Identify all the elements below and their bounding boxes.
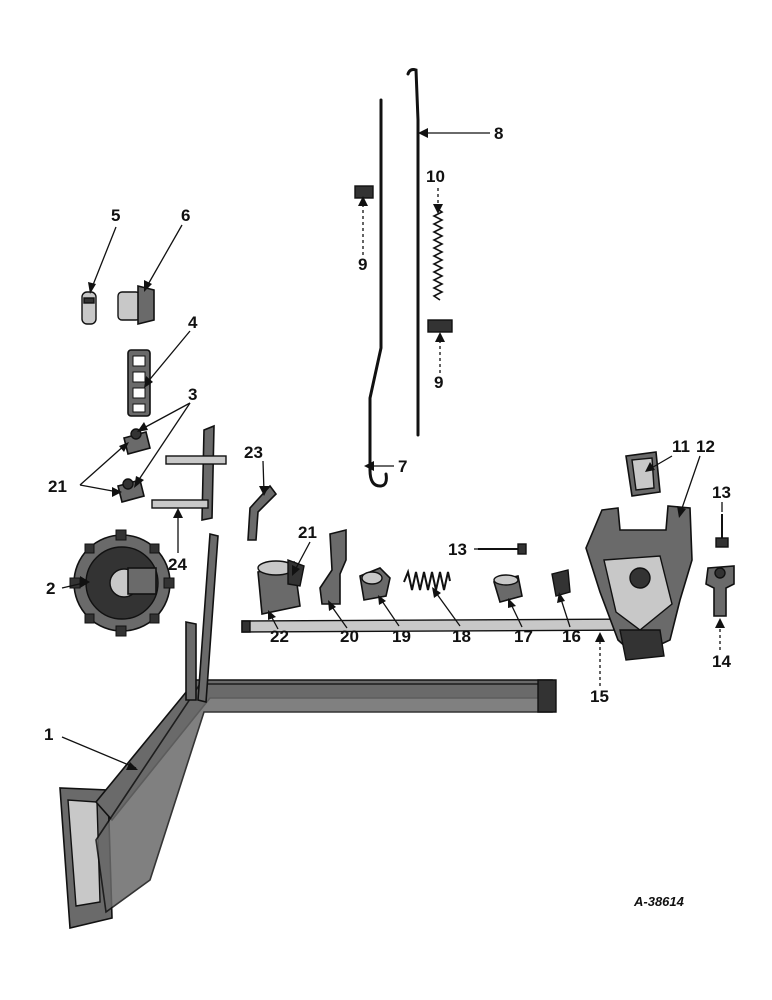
callout-9-upper: 9 <box>358 255 367 274</box>
callout-9-lower: 9 <box>434 373 443 392</box>
part-22-cup <box>257 558 305 615</box>
part-14-fitting <box>705 565 735 617</box>
part-3-upper-pawl <box>123 428 151 455</box>
callout-21-left: 21 <box>48 477 67 496</box>
callout-16: 16 <box>562 627 581 646</box>
leader-lines <box>61 128 725 770</box>
part-17-sleeve <box>492 574 523 603</box>
part-5-pin <box>81 291 97 325</box>
part-13-bolt-center <box>478 543 527 555</box>
part-12-housing <box>585 505 693 661</box>
callout-2: 2 <box>46 579 55 598</box>
callout-3: 3 <box>188 385 197 404</box>
callout-20: 20 <box>340 627 359 646</box>
callout-17: 17 <box>514 627 533 646</box>
callout-11: 11 <box>672 437 690 456</box>
part-21-lower-pawl <box>117 478 145 503</box>
part-11-block <box>625 451 661 497</box>
part-9-upper-clip <box>354 185 374 199</box>
drawing-reference-number: A-38614 <box>633 894 685 909</box>
part-18-spring <box>403 568 451 591</box>
callout-23: 23 <box>244 443 263 462</box>
callout-8: 8 <box>494 124 503 143</box>
callout-10: 10 <box>426 167 445 186</box>
part-1-frame-bar <box>59 532 557 929</box>
part-16-nut <box>551 569 571 597</box>
callout-5: 5 <box>111 206 120 225</box>
callout-18: 18 <box>452 627 471 646</box>
part-2-sprocket <box>69 529 175 637</box>
part-9-lower-clip <box>427 319 453 333</box>
callout-labels: 1 2 3 4 5 6 7 8 9 9 10 11 12 13 13 14 15… <box>44 124 731 744</box>
part-6-hub <box>117 284 155 326</box>
callout-22: 22 <box>270 627 289 646</box>
part-20-cam <box>319 528 347 605</box>
callout-21-upper: 21 <box>298 523 317 542</box>
callout-13-right: 13 <box>712 483 731 502</box>
callout-24: 24 <box>168 555 187 574</box>
callout-4: 4 <box>188 313 198 332</box>
callout-15: 15 <box>590 687 609 706</box>
callout-13-center: 13 <box>448 540 467 559</box>
part-19-collar <box>359 567 391 601</box>
part-8-rod <box>406 68 420 437</box>
part-10-spring <box>432 207 444 301</box>
callout-7: 7 <box>398 457 407 476</box>
part-23-bracket <box>247 484 278 541</box>
callout-12: 12 <box>696 437 715 456</box>
part-4-chain <box>127 349 151 417</box>
callout-19: 19 <box>392 627 411 646</box>
part-24-shaft <box>151 424 227 521</box>
callout-1: 1 <box>44 725 53 744</box>
part-13-bolt-right <box>715 514 729 548</box>
callout-6: 6 <box>181 206 190 225</box>
part-7-rod <box>368 98 388 488</box>
callout-14: 14 <box>712 652 731 671</box>
